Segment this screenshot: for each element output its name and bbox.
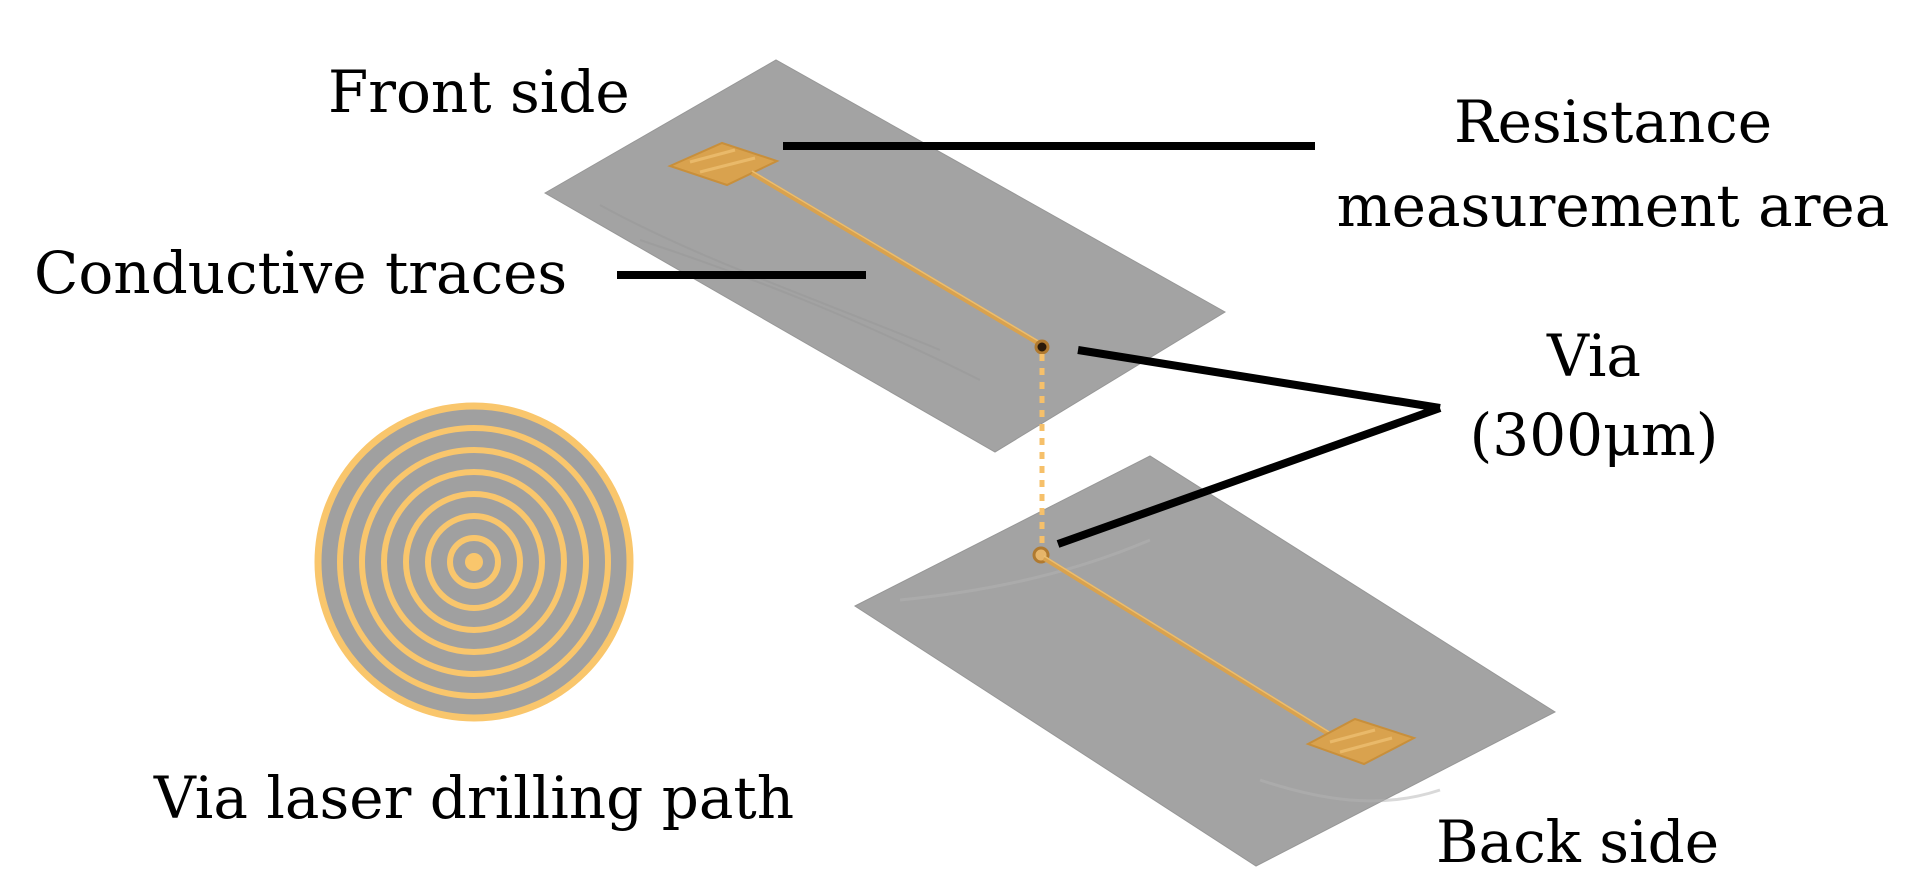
front-pad-sheen — [689, 148, 756, 174]
front-substrate-texture — [599, 204, 981, 381]
via-front-leader-line — [1077, 346, 1441, 412]
back-substrate — [854, 455, 1557, 867]
front-substrate — [543, 59, 1226, 453]
via-back-leader-line — [1056, 404, 1442, 548]
back-side-label: Back side — [1436, 808, 1719, 876]
front-side-label: Front side — [328, 58, 630, 126]
back-conductive-trace — [1042, 555, 1349, 748]
front-conductive-trace — [750, 170, 1042, 347]
back-resistance-pad — [1305, 717, 1417, 766]
resistance-label-line1: Resistance — [1454, 88, 1772, 156]
front-side-board — [543, 59, 1226, 453]
resistance-label-line2: measurement area — [1337, 172, 1890, 240]
back-trace-highlight — [1043, 555, 1348, 744]
back-pad-sheen — [1329, 728, 1393, 754]
laser-drilling-path-icon — [314, 402, 634, 722]
via-label-line2: (300μm) — [1470, 401, 1719, 469]
front-trace-highlight — [751, 170, 1041, 343]
front-via-hole — [1034, 339, 1050, 355]
via-label-line1: Via — [1546, 322, 1641, 390]
front-resistance-pad — [667, 141, 780, 187]
back-substrate-texture — [899, 538, 1441, 803]
back-side-board — [854, 455, 1557, 867]
conductive-traces-label: Conductive traces — [34, 239, 567, 307]
laser-drilling-path-label: Via laser drilling path — [153, 764, 794, 832]
